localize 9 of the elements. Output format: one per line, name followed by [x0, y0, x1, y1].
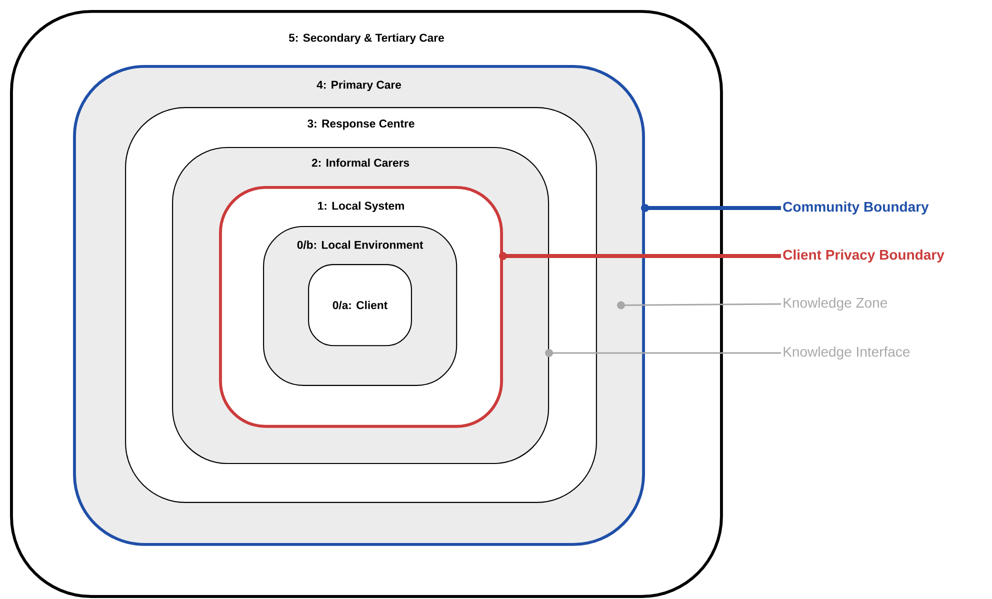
- boundary-label: Knowledge Interface: [784, 346, 910, 360]
- leader-line: [545, 349, 781, 357]
- boundary-label: Knowledge Zone: [784, 297, 887, 311]
- boundary-label: Community Boundary: [783, 201, 929, 215]
- leader-line: [617, 301, 781, 310]
- leader-line: [641, 204, 781, 212]
- boundary-label: Client Privacy Boundary: [783, 249, 944, 263]
- leader-line: [499, 252, 781, 260]
- layer-box: 0/a: Client: [308, 264, 412, 346]
